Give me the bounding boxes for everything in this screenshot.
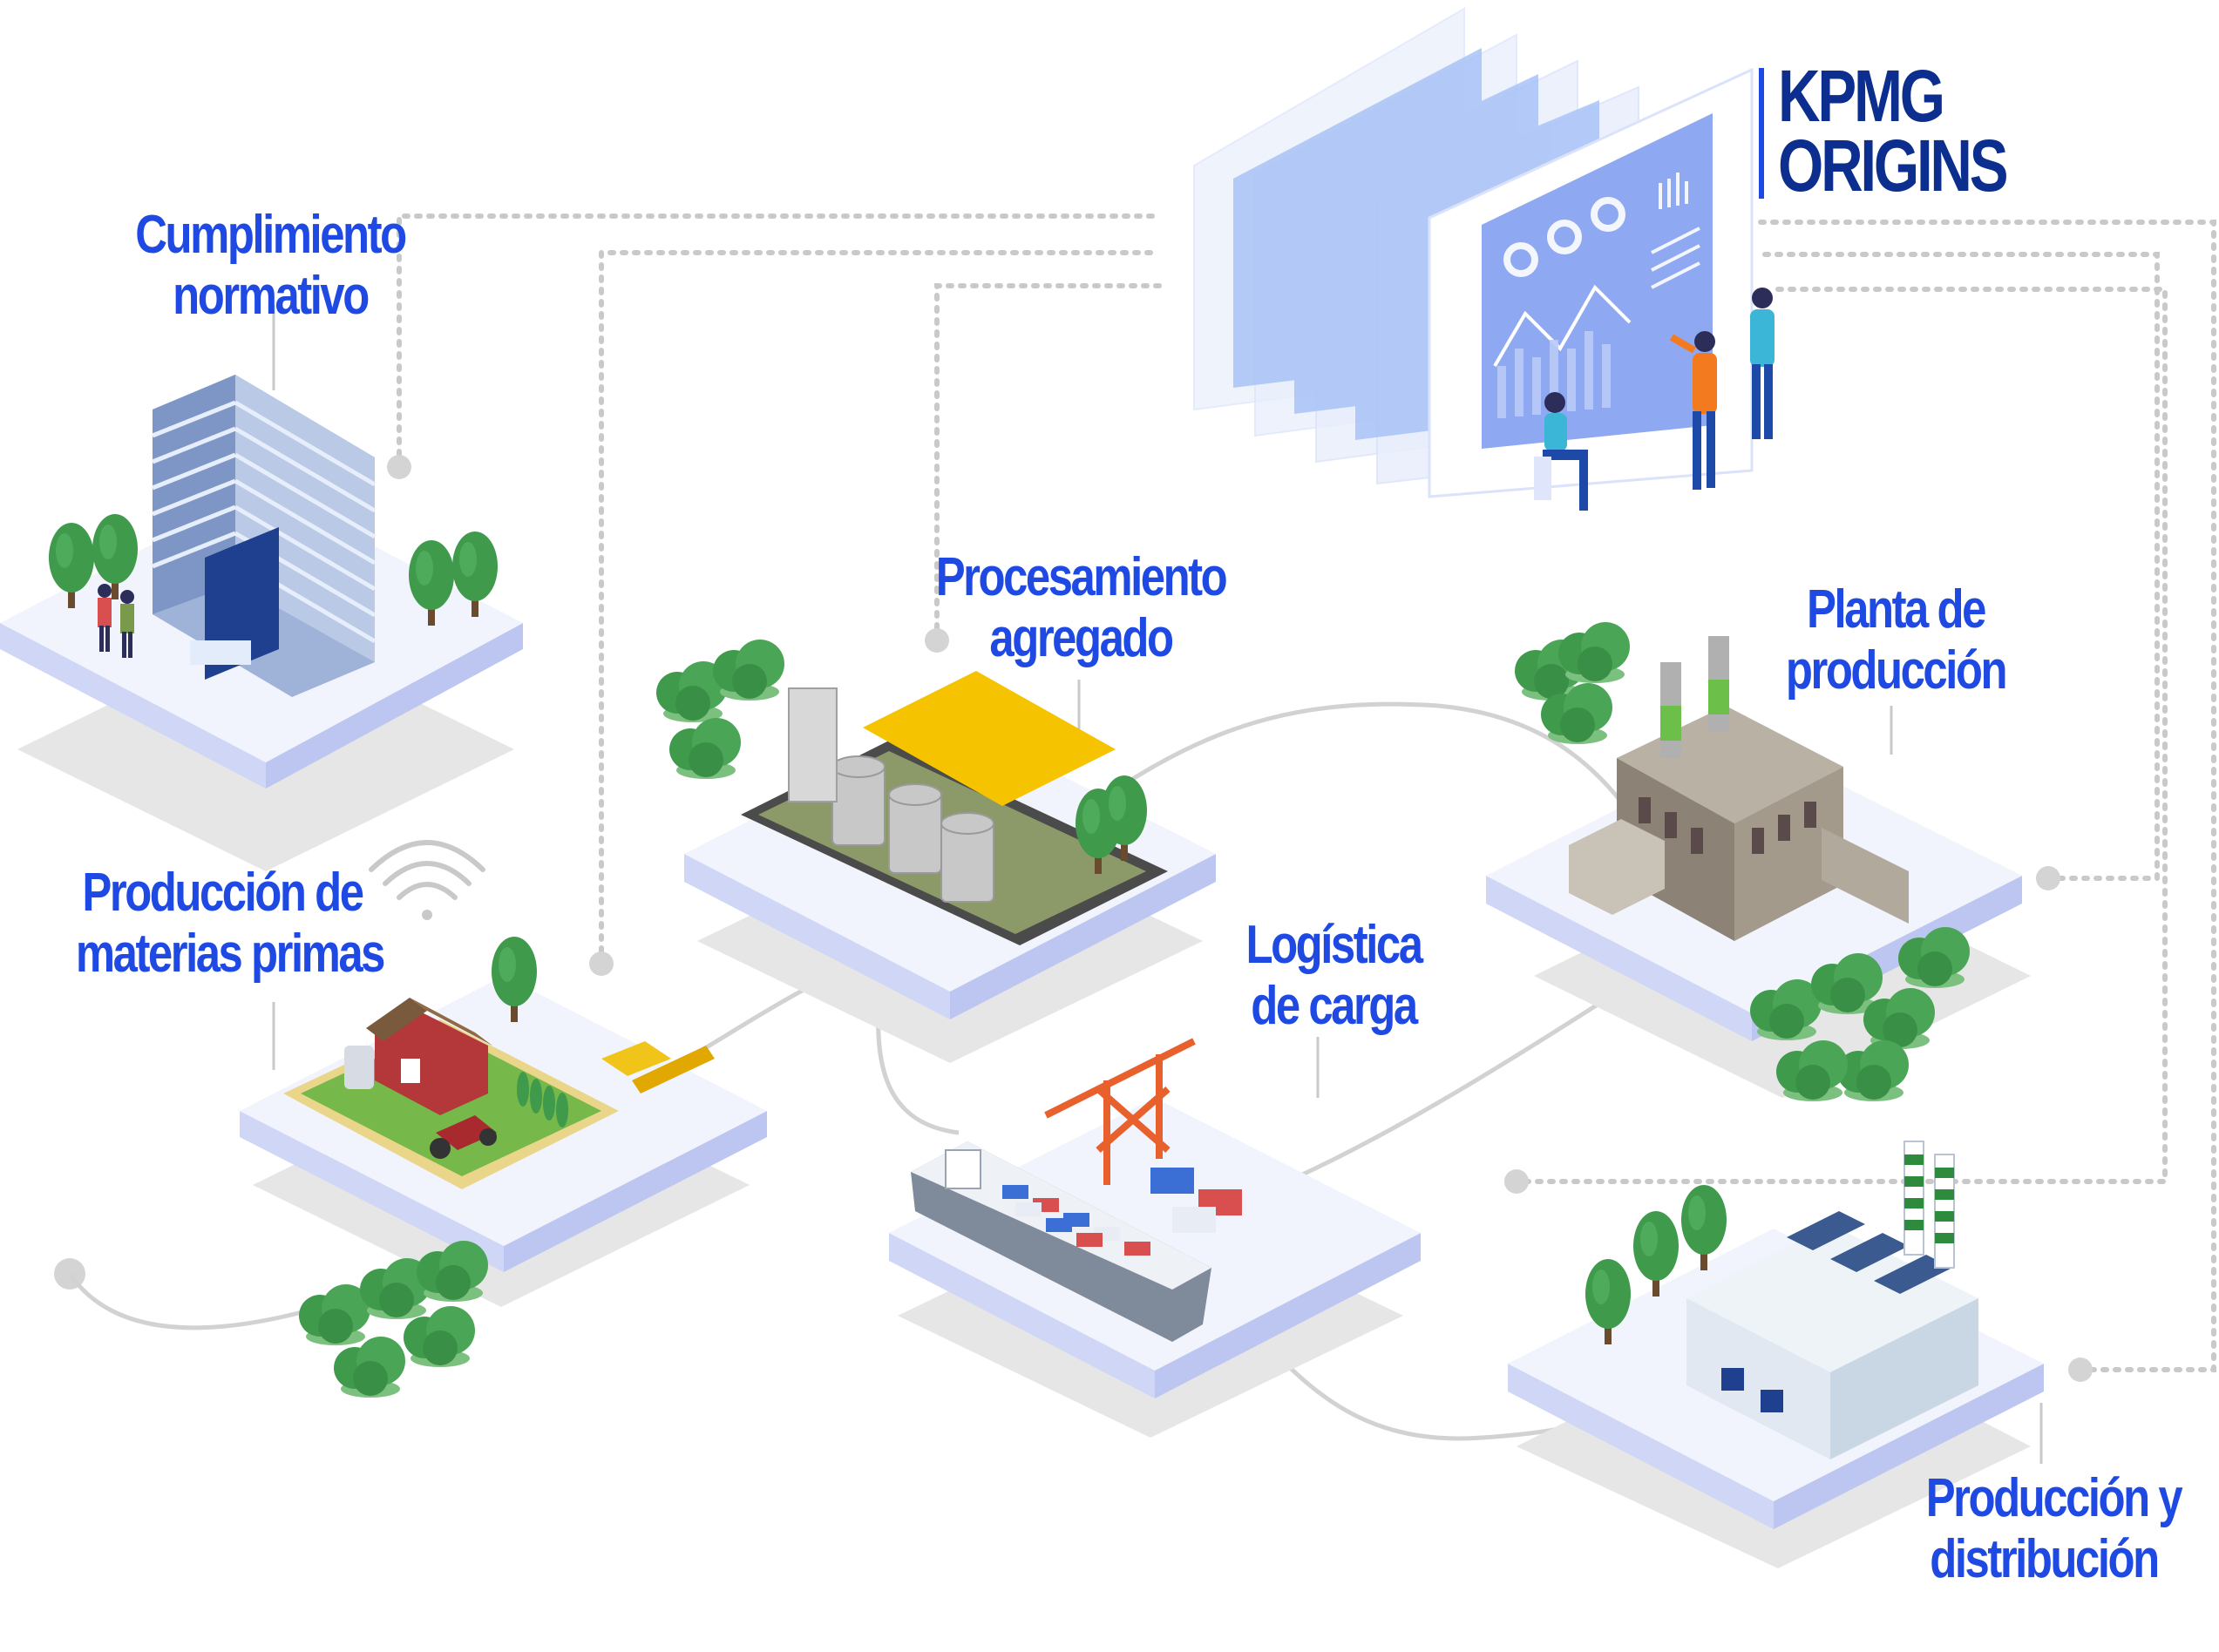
label-line: distribución [1930,1529,2160,1589]
stage-label-logistica: Logística de carga [1226,915,1441,1037]
label-line: Planta de [1807,579,1986,640]
stage-label-procesamiento: Procesamiento agregado [931,547,1231,669]
label-line: normativo [173,266,370,326]
dotted-connectors [397,213,2216,1372]
label-line: Producción de [82,863,364,923]
tree-icon [1558,622,1630,683]
farm-icon [344,998,492,1115]
platform-distribucion [1508,1141,2044,1568]
platform-procesamiento [656,640,1216,1063]
label-line: producción [1785,640,2008,701]
logo-line: KPMG [1778,55,1945,137]
logo-bar [1759,68,1764,199]
connector-endpoints [54,455,2093,1382]
person-icon [1750,288,1775,439]
platform-planta [1486,622,2031,1101]
label-line: de carga [1251,976,1418,1036]
label-line: materias primas [75,924,386,984]
label-line: Logística [1245,915,1423,975]
silo-icon [831,755,994,903]
warehouse-icon [1686,1141,1978,1459]
platform-cumplimiento [0,375,523,871]
platform-materias-primas [240,840,767,1398]
tree-icon [669,718,741,779]
logo-text: KPMG ORIGINS [1778,55,2009,206]
cargo-ship-icon [911,1141,1211,1342]
stage-label-cumplimiento: Cumplimiento normativo [127,205,413,327]
label-line: Producción y [1925,1468,2183,1528]
stage-label-planta: Planta de producción [1778,579,2014,701]
label-line: Procesamiento [935,547,1228,607]
platform-logistica [889,1038,1421,1438]
label-line: Cumplimiento [135,205,407,265]
person-icon [1669,331,1717,490]
dashboard-screen-icon [1193,7,1754,498]
stage-label-distribucion: Producción y distribución [1925,1468,2183,1590]
tree-icon [299,1284,370,1345]
tree-icon [334,1337,405,1398]
tree-icon [713,640,784,701]
person-icon [1534,392,1588,511]
wifi-icon [369,840,485,920]
factory-icon [1569,636,1909,941]
stage-label-materias-primas: Producción de materias primas [75,863,386,985]
logo-line: ORIGINS [1778,125,2009,206]
person-icon [98,584,134,658]
label-line: agregado [989,608,1174,668]
office-building-icon [152,375,377,697]
people-group [1534,288,1775,511]
label-leaders [272,305,2043,1464]
